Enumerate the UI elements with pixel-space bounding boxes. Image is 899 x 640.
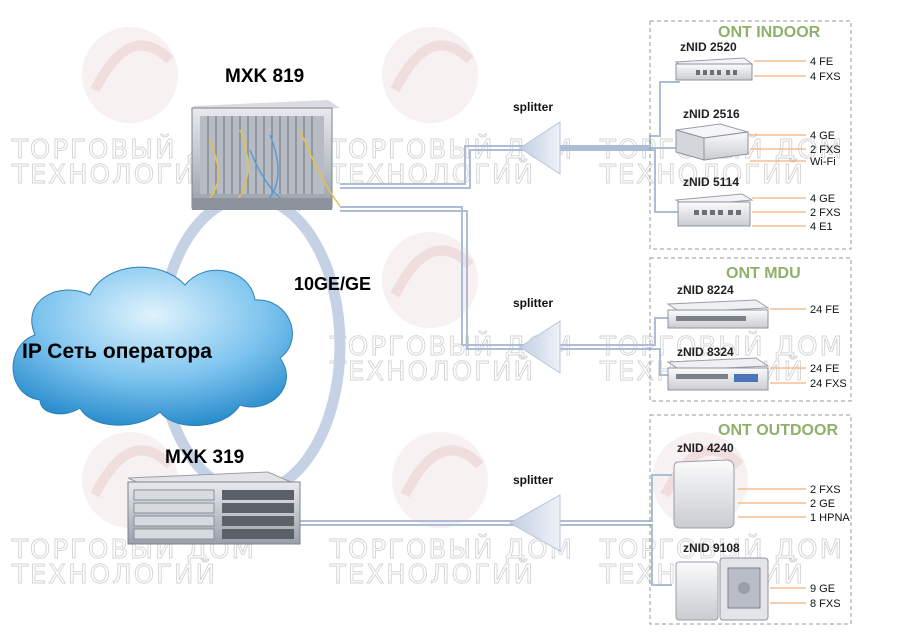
znid-2516-icon bbox=[675, 123, 749, 161]
device-model: zNID 2520 bbox=[680, 40, 737, 54]
port-label: 4 GE bbox=[810, 130, 835, 142]
znid-2520-icon bbox=[674, 57, 754, 81]
znid-8324-icon bbox=[666, 357, 770, 391]
port-label: 4 FXS bbox=[810, 71, 841, 83]
port-label: 2 FXS bbox=[810, 144, 841, 156]
ont-indoor-title: ONT INDOOR bbox=[718, 24, 821, 41]
port-label: 1 HPNA bbox=[810, 512, 850, 524]
uplink-label: 10GE/GE bbox=[294, 274, 371, 294]
znid-9108-icon bbox=[675, 557, 769, 621]
device-model: zNID 9108 bbox=[683, 541, 740, 555]
ont-outdoor-title: ONT OUTDOOR bbox=[718, 422, 838, 439]
port-label: 9 GE bbox=[810, 583, 835, 595]
port-label: Wi-Fi bbox=[810, 156, 836, 168]
fiber-link bbox=[560, 81, 680, 147]
fiber-links bbox=[300, 81, 680, 586]
fiber-link bbox=[560, 348, 672, 376]
ip-cloud-label: IP Сеть оператора bbox=[22, 340, 212, 363]
port-label: 4 FE bbox=[810, 56, 833, 68]
port-label: 24 FE bbox=[810, 304, 839, 316]
znid-8224-icon bbox=[666, 299, 770, 329]
port-label: 4 E1 bbox=[810, 221, 833, 233]
device-model: zNID 8224 bbox=[677, 283, 734, 297]
mxk-819-chassis bbox=[191, 100, 341, 211]
fiber-link bbox=[560, 149, 680, 213]
splitter-label: splitter bbox=[513, 296, 553, 310]
fiber-link bbox=[560, 474, 672, 522]
splitter-label: splitter bbox=[513, 100, 553, 114]
splitter-icon bbox=[519, 121, 561, 175]
watermark-text: ТОРГОВЫЙ ДОМ bbox=[329, 533, 574, 565]
fiber-link bbox=[340, 145, 540, 185]
device-model: zNID 5114 bbox=[683, 175, 739, 189]
fiber-link bbox=[340, 206, 540, 346]
watermark-text: ТЕХНОЛОГИЙ bbox=[329, 158, 535, 190]
splitter-label: splitter bbox=[513, 473, 553, 487]
port-lines bbox=[752, 197, 806, 227]
port-label: 4 GE bbox=[810, 193, 835, 205]
port-label: 24 FE bbox=[810, 363, 839, 375]
port-lines bbox=[770, 367, 806, 384]
fiber-link bbox=[560, 524, 672, 586]
watermark-text: ТЕХНОЛОГИЙ bbox=[329, 558, 535, 590]
ont-indoor-group bbox=[649, 20, 852, 250]
device-model: zNID 4240 bbox=[677, 441, 734, 455]
fiber-link bbox=[560, 317, 672, 346]
device-model: zNID 8324 bbox=[677, 345, 734, 359]
watermark-logo-icon bbox=[382, 232, 478, 328]
znid-4240-icon bbox=[673, 459, 735, 529]
watermark-logo-icon bbox=[82, 27, 178, 123]
fiber-link bbox=[340, 149, 540, 189]
port-label: 2 GE bbox=[810, 498, 835, 510]
port-label: 8 FXS bbox=[810, 598, 841, 610]
splitter-icon bbox=[508, 494, 561, 552]
ont-mdu-group bbox=[649, 257, 852, 402]
device-model: zNID 2516 bbox=[683, 107, 740, 121]
mxk-319-label: MXK 319 bbox=[165, 447, 244, 468]
watermark-logo-icon bbox=[382, 27, 478, 123]
ip-cloud-icon bbox=[12, 266, 293, 427]
watermark-logo-icon bbox=[392, 432, 488, 528]
port-label: 2 FXS bbox=[810, 207, 841, 219]
ont-mdu-title: ONT MDU bbox=[726, 265, 801, 282]
port-label: 24 FXS bbox=[810, 378, 847, 390]
ont-outdoor-group bbox=[649, 414, 852, 625]
port-lines bbox=[750, 134, 806, 162]
port-lines bbox=[770, 587, 806, 604]
watermark-text: ТЕХНОЛОГИЙ bbox=[11, 158, 217, 190]
mxk-319-chassis bbox=[127, 471, 301, 545]
mxk-819-label: MXK 819 bbox=[225, 66, 304, 87]
fiber-link bbox=[340, 210, 540, 350]
port-lines bbox=[738, 488, 806, 518]
znid-5114-icon bbox=[674, 193, 754, 227]
watermark-text: ТЕХНОЛОГИЙ bbox=[599, 158, 805, 190]
splitter-icon bbox=[519, 320, 561, 374]
watermark-text: ТЕХНОЛОГИЙ bbox=[329, 355, 535, 387]
port-label: 2 FXS bbox=[810, 484, 841, 496]
port-lines bbox=[754, 60, 806, 77]
watermark-text: ТЕХНОЛОГИЙ bbox=[11, 558, 217, 590]
